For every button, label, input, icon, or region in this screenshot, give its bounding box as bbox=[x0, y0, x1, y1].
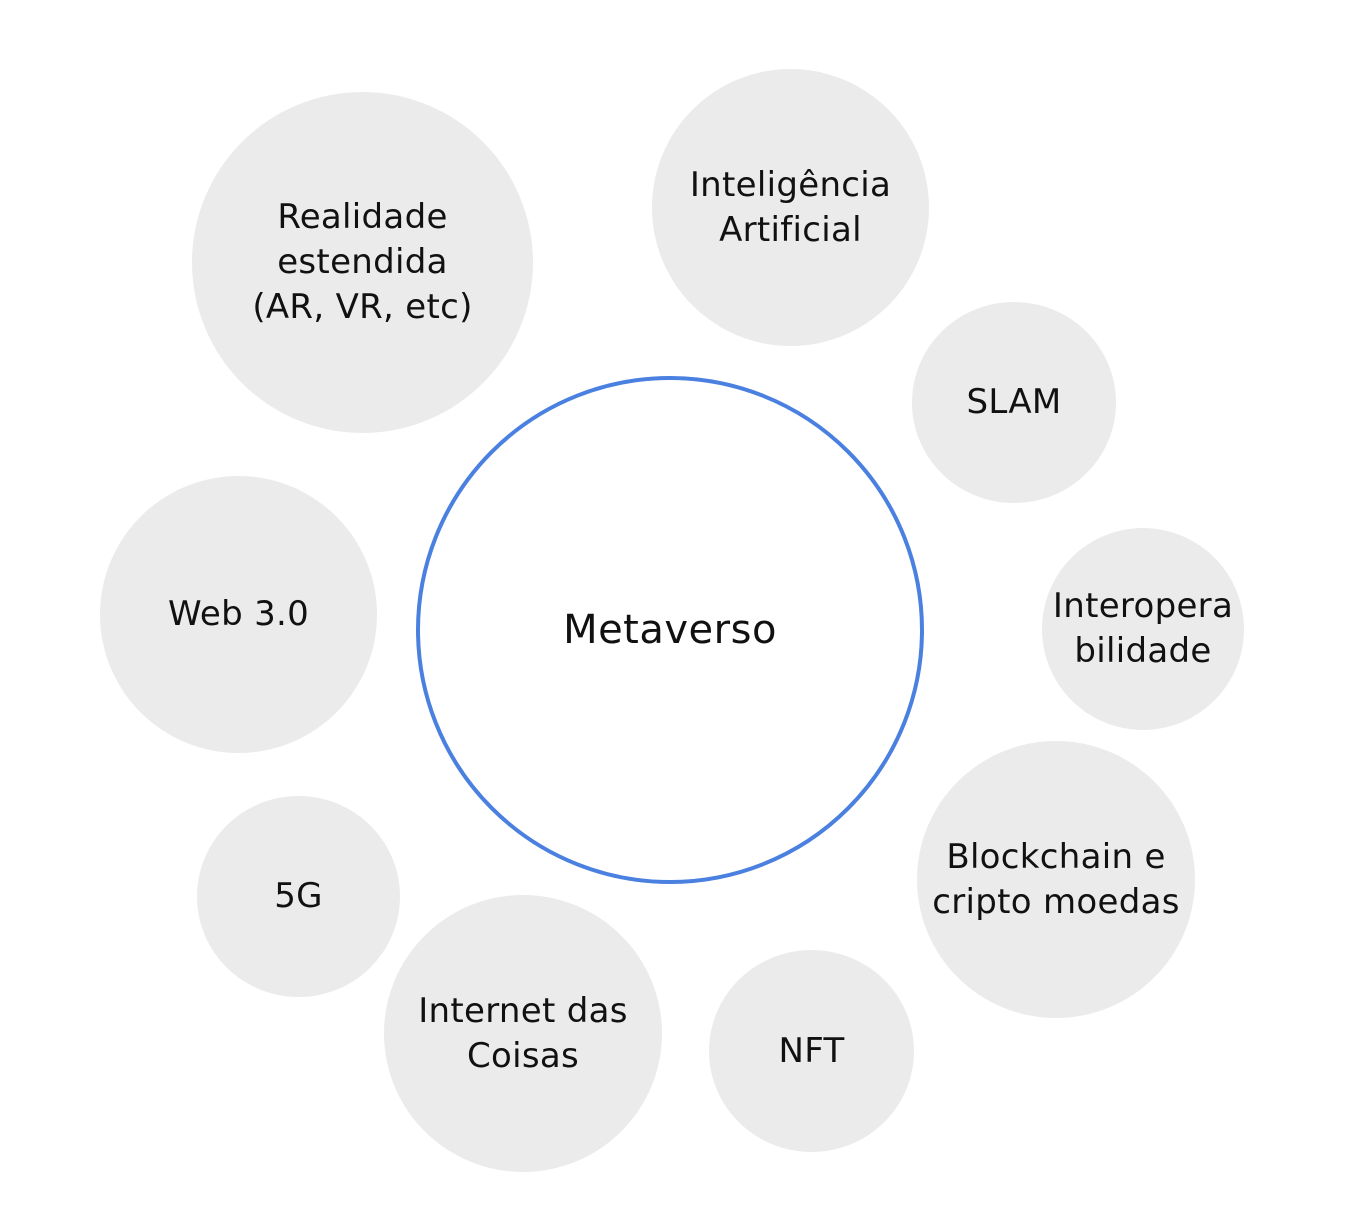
center-circle-metaverso: Metaverso bbox=[416, 376, 924, 884]
bubble-5g: 5G bbox=[197, 796, 400, 997]
bubble-label: Web 3.0 bbox=[167, 594, 310, 634]
bubble-slam: SLAM bbox=[912, 302, 1116, 503]
bubble-label: 5G bbox=[274, 876, 323, 916]
bubble-web3: Web 3.0 bbox=[100, 476, 377, 753]
bubble-label: Blockchain e cripto moedas bbox=[932, 836, 1180, 922]
bubble-label: Internet das Coisas bbox=[418, 990, 628, 1076]
center-label: Metaverso bbox=[563, 607, 777, 653]
bubble-interoperabilidade: Interopera bilidade bbox=[1042, 528, 1244, 730]
bubble-label: Realidade estendida (AR, VR, etc) bbox=[252, 197, 473, 327]
bubble-label: Interopera bilidade bbox=[1052, 586, 1234, 671]
bubble-label: Inteligência Artificial bbox=[689, 164, 892, 250]
bubble-realidade-estendida: Realidade estendida (AR, VR, etc) bbox=[192, 92, 533, 433]
bubble-inteligencia-artificial: Inteligência Artificial bbox=[652, 69, 929, 346]
bubble-blockchain: Blockchain e cripto moedas bbox=[917, 741, 1195, 1018]
bubble-nft: NFT bbox=[709, 950, 914, 1152]
bubble-label: NFT bbox=[778, 1030, 845, 1071]
bubble-label: SLAM bbox=[966, 382, 1062, 422]
bubble-internet-das-coisas: Internet das Coisas bbox=[384, 895, 662, 1172]
